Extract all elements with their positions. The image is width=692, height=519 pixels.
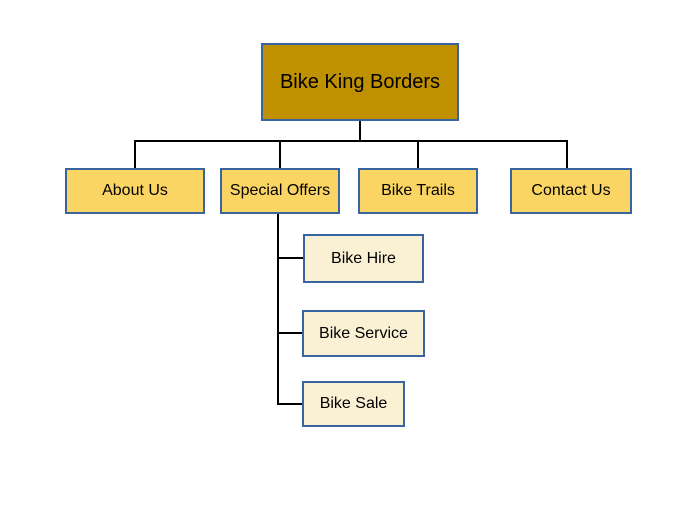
node-bike-service[interactable]: Bike Service: [302, 310, 425, 357]
connector-stub-bike-trails: [417, 140, 419, 168]
connector-branch-bike-hire: [277, 257, 303, 259]
node-label: Special Offers: [229, 182, 331, 200]
node-bike-hire[interactable]: Bike Hire: [303, 234, 424, 283]
node-label: Bike Service: [319, 324, 408, 342]
node-label: Bike Hire: [331, 249, 396, 267]
node-label: Bike Sale: [319, 395, 388, 413]
connector-stub-contact-us: [566, 140, 568, 168]
connector-level2-horizontal-bar: [134, 140, 568, 142]
node-special-offers[interactable]: Special Offers: [220, 168, 340, 214]
node-label: About Us: [102, 182, 168, 200]
node-bike-sale[interactable]: Bike Sale: [302, 381, 405, 427]
node-bike-king-borders[interactable]: Bike King Borders: [261, 43, 459, 121]
node-label: Bike Trails: [381, 182, 455, 200]
connector-stub-special-offers: [279, 140, 281, 168]
connector-branch-bike-service: [277, 332, 303, 334]
node-label: Bike King Borders: [279, 71, 441, 93]
node-about-us[interactable]: About Us: [65, 168, 205, 214]
connector-root-trunk: [359, 120, 361, 141]
connector-branch-bike-sale: [277, 403, 303, 405]
connector-stub-about-us: [134, 140, 136, 168]
node-bike-trails[interactable]: Bike Trails: [358, 168, 478, 214]
node-contact-us[interactable]: Contact Us: [510, 168, 632, 214]
node-label: Contact Us: [531, 182, 611, 200]
connector-special-offers-trunk: [277, 214, 279, 405]
